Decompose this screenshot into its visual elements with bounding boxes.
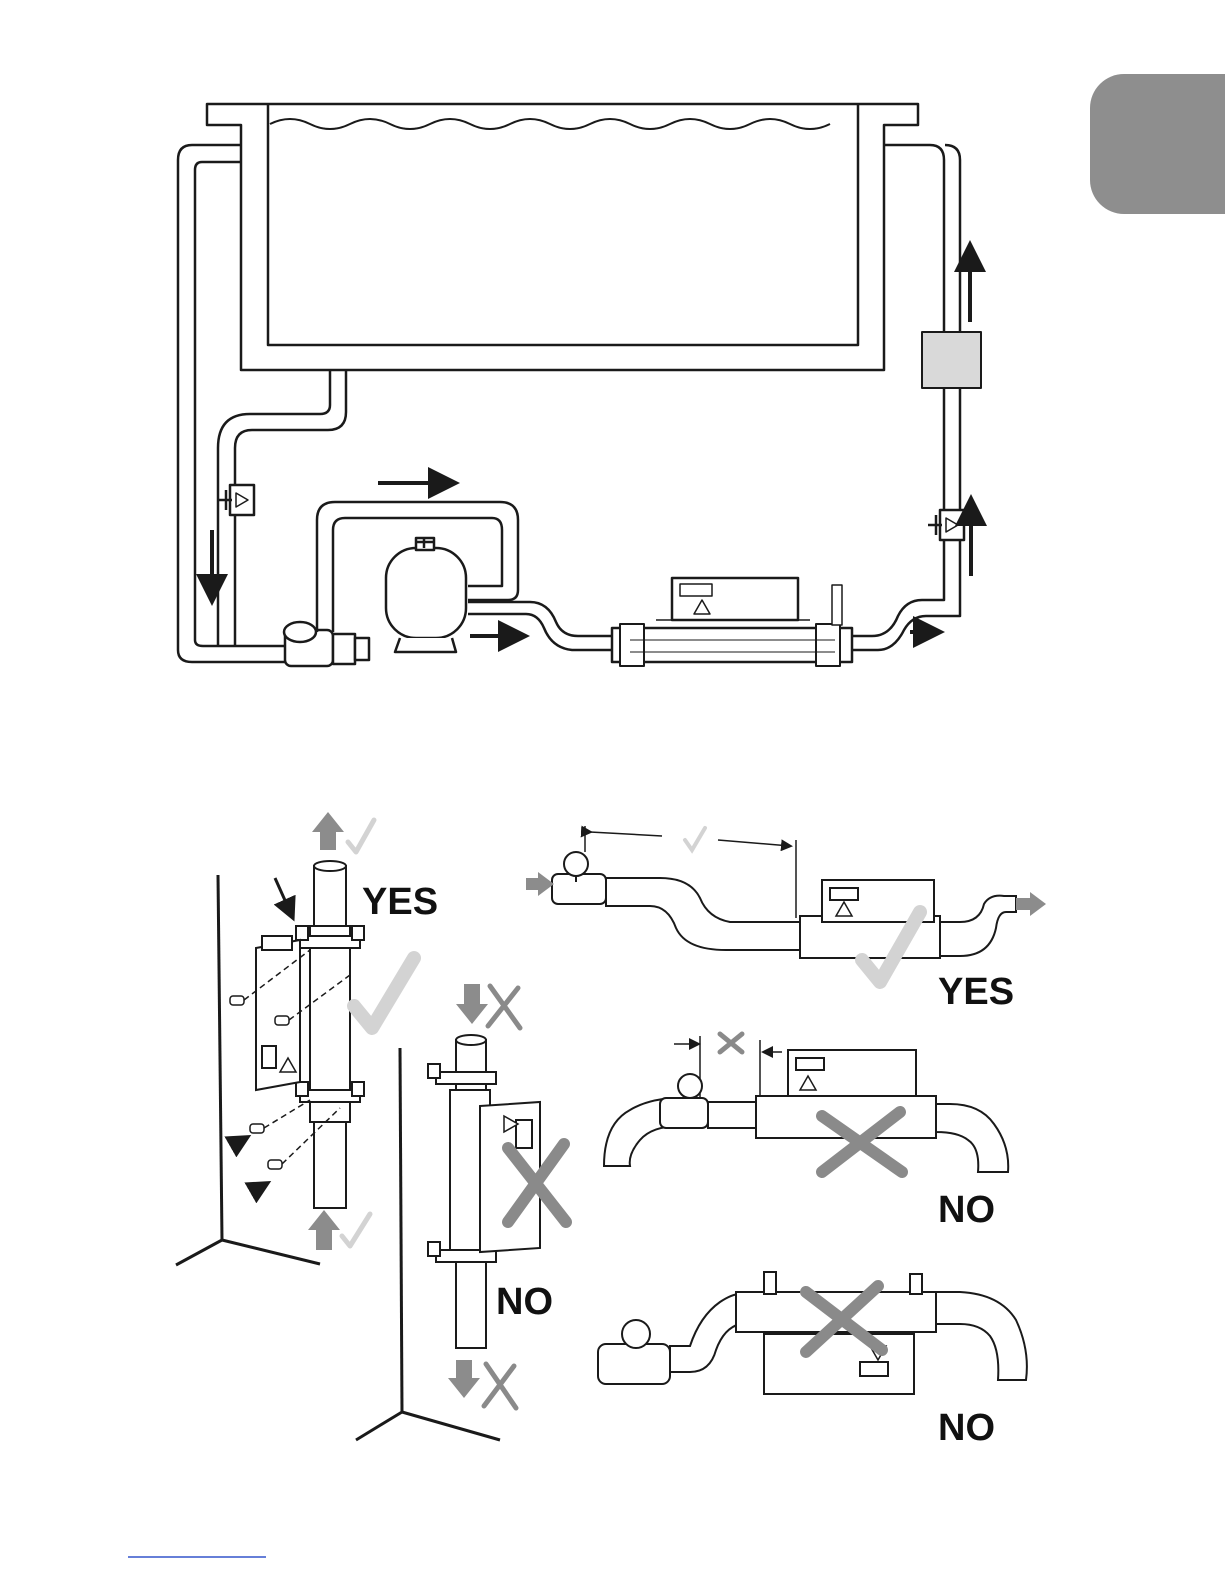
- check-icon: [685, 828, 705, 850]
- check-icon: [348, 820, 374, 852]
- flow-arrow-icon: [252, 1184, 266, 1192]
- check-icon: [342, 1214, 370, 1246]
- vertical-incorrect-label: NO: [496, 1281, 553, 1323]
- valve-icon: [218, 485, 254, 515]
- sand-filter: [386, 538, 466, 652]
- uv-unit: [612, 578, 852, 666]
- pool-basin: [207, 104, 918, 370]
- flow-arrow-icon: [456, 984, 488, 1024]
- vertical-mount-incorrect: NO: [356, 984, 566, 1440]
- valve-icon: [928, 510, 964, 540]
- flow-arrow-icon: [448, 1360, 480, 1398]
- horizontal-too-close-label: NO: [938, 1189, 995, 1231]
- horizontal-mount-correct: YES: [526, 826, 1046, 1013]
- pool-circuit-diagram: [178, 104, 981, 666]
- horizontal-mount-too-close: NO: [604, 1034, 1008, 1231]
- pump: [284, 622, 369, 666]
- vertical-mount-correct: YES: [176, 812, 438, 1265]
- horizontal-upside-down-label: NO: [938, 1407, 995, 1449]
- horizontal-mount-upside-down: NO: [598, 1272, 1027, 1449]
- flow-arrow-icon: [526, 872, 554, 896]
- flow-arrow-icon: [232, 1138, 246, 1146]
- cross-icon: [720, 1034, 742, 1052]
- flow-arrow-icon: [1016, 892, 1046, 916]
- horizontal-correct-label: YES: [938, 971, 1014, 1013]
- check-icon: [354, 958, 414, 1028]
- flow-arrow-icon: [312, 812, 344, 850]
- vertical-correct-label: YES: [362, 881, 438, 923]
- filter-to-uv-pipe: [468, 602, 612, 636]
- cross-icon: [484, 1364, 516, 1408]
- cross-icon: [488, 986, 520, 1028]
- heater-box: [922, 332, 981, 388]
- flow-arrow-icon: [275, 878, 292, 916]
- flow-arrow-icon: [308, 1210, 340, 1250]
